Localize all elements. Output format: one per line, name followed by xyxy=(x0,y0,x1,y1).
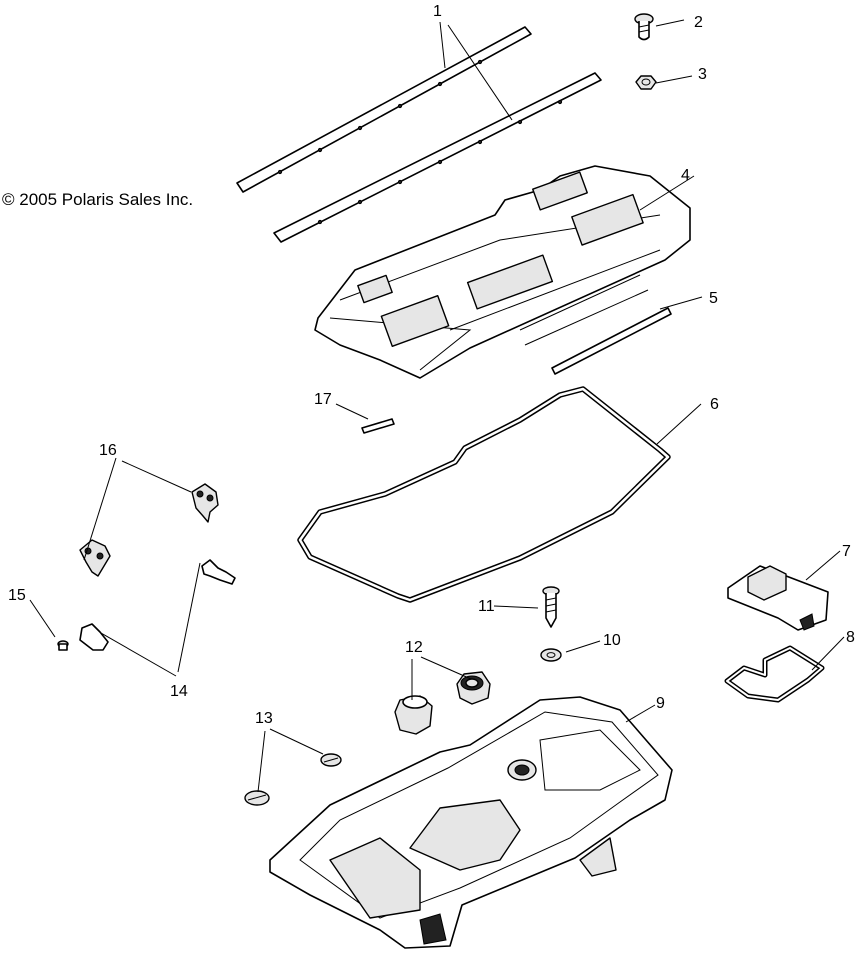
part-12-knobs xyxy=(394,671,491,735)
part-9-tub xyxy=(269,696,673,949)
part-17-pin xyxy=(361,418,395,434)
callout-7: 7 xyxy=(842,543,851,560)
part-10-washer xyxy=(540,648,562,662)
callout-4: 4 xyxy=(681,167,690,184)
callout-13: 13 xyxy=(255,710,273,727)
callout-15: 15 xyxy=(8,587,26,604)
callout-6: 6 xyxy=(710,396,719,413)
callout-9: 9 xyxy=(656,695,665,712)
part-2-screw xyxy=(634,13,654,41)
part-4-cover xyxy=(314,165,691,379)
part-8-gasket xyxy=(724,645,825,703)
part-6-seal xyxy=(297,386,671,603)
callout-14: 14 xyxy=(170,683,188,700)
part-1-seal-strips xyxy=(236,26,602,243)
callout-16: 16 xyxy=(99,442,117,459)
part-14-brackets xyxy=(79,559,236,651)
callout-10: 10 xyxy=(603,632,621,649)
leader-lines xyxy=(29,19,845,793)
callout-2: 2 xyxy=(694,14,703,31)
callout-8: 8 xyxy=(846,629,855,646)
callout-3: 3 xyxy=(698,66,707,83)
callout-1: 1 xyxy=(433,3,442,20)
part-11-bolt xyxy=(542,586,560,628)
part-5-rod xyxy=(551,307,672,375)
callout-labels: 1 2 3 4 5 6 7 8 9 10 11 12 13 14 15 16 1… xyxy=(8,3,855,727)
part-13-caps xyxy=(244,753,342,806)
callout-12: 12 xyxy=(405,639,423,656)
part-16-clips xyxy=(79,483,219,577)
part-3-nut xyxy=(635,75,657,90)
callout-17: 17 xyxy=(314,391,332,408)
part-15-fastener xyxy=(57,640,69,651)
callout-11: 11 xyxy=(478,598,495,615)
part-7-latch xyxy=(727,565,829,631)
copyright-notice: © 2005 Polaris Sales Inc. xyxy=(2,190,193,209)
callout-5: 5 xyxy=(709,290,718,307)
